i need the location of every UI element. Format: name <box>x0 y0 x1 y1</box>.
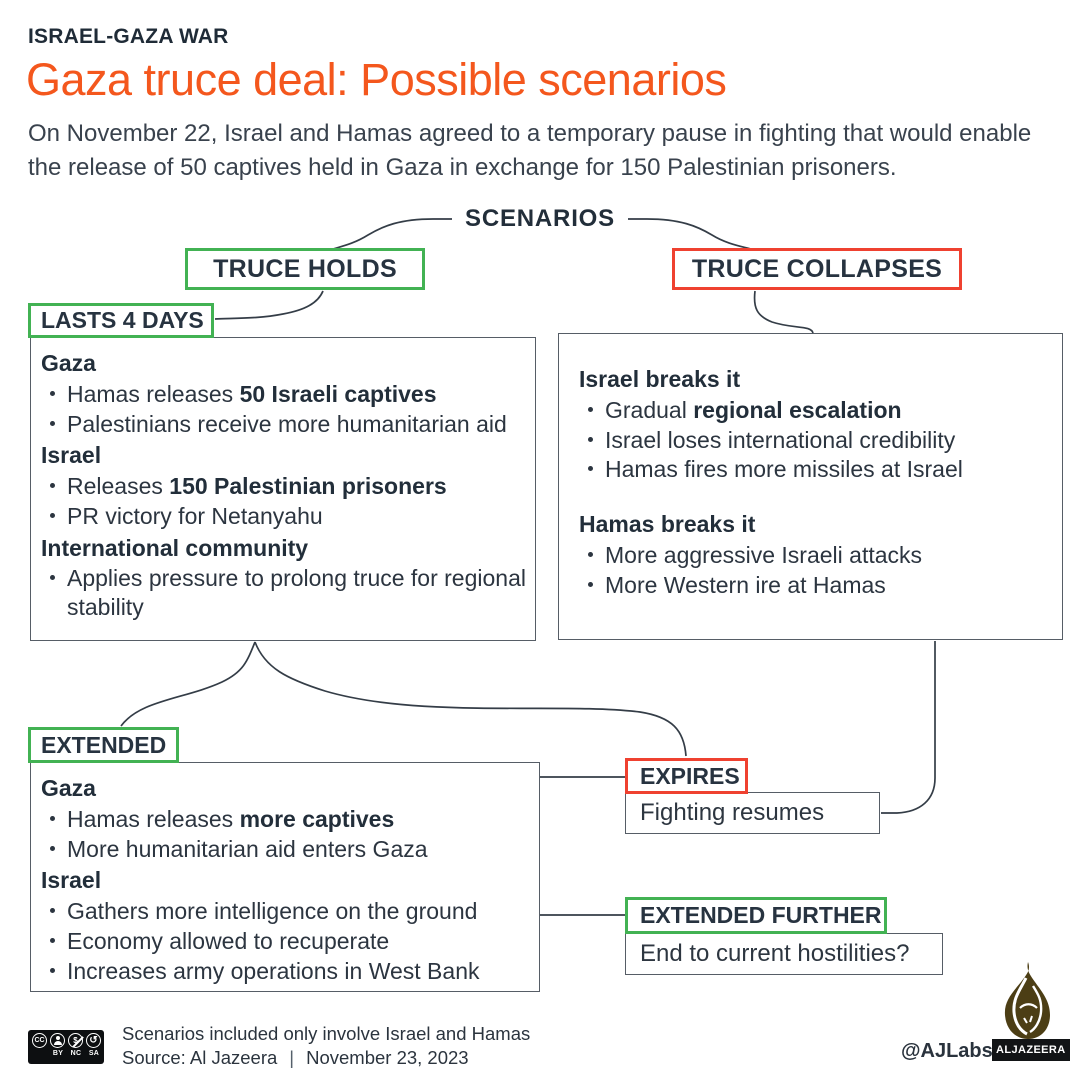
branch-truce-collapses: TRUCE COLLAPSES <box>672 248 962 290</box>
bullet-icon <box>579 571 605 600</box>
section-header: Gaza <box>41 350 96 376</box>
list-item: More Western ire at Hamas <box>579 571 1054 600</box>
tag-extended-further: EXTENDED FURTHER <box>625 897 887 934</box>
connector-holds-to-lasts <box>214 290 324 320</box>
branch-truce-holds: TRUCE HOLDS <box>185 248 425 290</box>
cc-sa-icon: ↺ <box>86 1033 101 1048</box>
bullet-icon <box>41 805 67 834</box>
list-item-text: More humanitarian aid enters Gaza <box>67 835 428 862</box>
tag-expires-label: EXPIRES <box>640 762 740 789</box>
list-item: Palestinians receive more humanitarian a… <box>41 410 527 439</box>
list-item-text: Hamas releases 50 Israeli captives <box>67 380 437 407</box>
bullet-icon <box>41 410 67 439</box>
cc-nc-label: NC <box>70 1050 82 1057</box>
list-item: PR victory for Netanyahu <box>41 502 527 531</box>
box-truce-collapses-details: Israel breaks it Gradual regional escalat… <box>558 333 1063 640</box>
list-item: Israel loses international credibility <box>579 426 1054 455</box>
note-expires-text: Fighting resumes <box>640 799 825 826</box>
intro-text: On November 22, Israel and Hamas agreed … <box>28 120 1032 181</box>
separator: | <box>289 1047 295 1068</box>
connector-box-to-expires <box>254 641 687 757</box>
bullet-icon <box>579 426 605 455</box>
cc-license-badge: CC $ ↺ BY NC SA <box>28 1030 104 1064</box>
tag-lasts-4-days-label: LASTS 4 DAYS <box>41 307 204 333</box>
list-item-text: PR victory for Netanyahu <box>67 502 323 529</box>
tag-lasts-4-days: LASTS 4 DAYS <box>28 303 214 338</box>
list-item: Applies pressure to prolong truce for re… <box>41 564 527 622</box>
date-text: November 23, 2023 <box>306 1047 469 1068</box>
list-item: Economy allowed to recuperate <box>41 927 531 956</box>
list-item: Hamas releases more captives <box>41 805 531 834</box>
cc-sa-label: SA <box>88 1050 100 1057</box>
list-item-text: More aggressive Israeli attacks <box>605 541 923 568</box>
section-header: Hamas breaks it <box>579 511 756 537</box>
bullet-icon <box>41 564 67 622</box>
note-extended-further-text: End to current hostilities? <box>640 940 910 967</box>
cc-icon: CC <box>32 1033 47 1048</box>
section-header: Israel <box>41 867 102 894</box>
bullet-icon <box>579 541 605 570</box>
bullet-icon <box>41 472 67 501</box>
cc-by-icon <box>50 1033 65 1048</box>
scenario-disclaimer: Scenarios included only involve Israel a… <box>122 1023 531 1044</box>
list-item: Hamas releases 50 Israeli captives <box>41 380 527 409</box>
bullet-icon <box>41 835 67 864</box>
source-text: Source: Al Jazeera <box>122 1047 278 1068</box>
section-header: Gaza <box>41 775 96 801</box>
list-item: Releases 150 Palestinian prisoners <box>41 472 527 501</box>
scenarios-root-label: SCENARIOS <box>465 205 615 232</box>
list-item-text: Palestinians receive more humanitarian a… <box>67 410 507 437</box>
ajlabs-handle: @AJLabs <box>901 1040 993 1062</box>
list-item: Increases army operations in West Bank <box>41 957 531 986</box>
tag-extended-label: EXTENDED <box>41 731 167 758</box>
branch-truce-holds-label: TRUCE HOLDS <box>213 254 397 283</box>
source-line: Source: Al Jazeera | November 23, 2023 <box>122 1047 469 1069</box>
list-item: More aggressive Israeli attacks <box>579 541 1054 570</box>
section-header: Israel breaks it <box>579 366 741 392</box>
list-item-text: More Western ire at Hamas <box>605 571 886 598</box>
tag-extended: EXTENDED <box>28 727 179 763</box>
section-header: Israel <box>41 442 102 469</box>
list-item-text: Economy allowed to recuperate <box>67 927 390 954</box>
note-expires: Fighting resumes <box>625 792 880 834</box>
connector-box-to-extended <box>120 641 256 727</box>
bullet-icon <box>41 502 67 531</box>
bullet-icon <box>579 455 605 484</box>
section-gap <box>579 485 1054 507</box>
list-item-text: Gradual regional escalation <box>605 396 902 423</box>
tag-extended-further-label: EXTENDED FURTHER <box>640 902 882 928</box>
aljazeera-wordmark: ALJAZEERA <box>992 1039 1070 1061</box>
list-item-text: Releases 150 Palestinian prisoners <box>67 473 447 499</box>
connector-collapses-to-fighting <box>881 641 936 814</box>
tag-expires: EXPIRES <box>625 758 748 794</box>
kicker: ISRAEL-GAZA WAR <box>28 25 229 48</box>
list-item-text: Applies pressure to prolong truce for re… <box>67 565 526 620</box>
bullet-icon <box>41 380 67 409</box>
bullet-icon <box>579 396 605 425</box>
list-item-text: Gathers more intelligence on the ground <box>67 898 478 924</box>
list-item: Gradual regional escalation <box>579 396 1054 425</box>
cc-nc-icon: $ <box>68 1033 83 1048</box>
list-item-text: Hamas fires more missiles at Israel <box>605 456 963 483</box>
bullet-icon <box>41 927 67 956</box>
bullet-icon <box>41 897 67 926</box>
aljazeera-logo <box>1004 962 1050 1039</box>
bullet-icon <box>41 957 67 986</box>
list-item-text: Increases army operations in West Bank <box>67 957 480 984</box>
cc-by-label: BY <box>52 1050 64 1057</box>
page-title: Gaza truce deal: Possible scenarios <box>26 54 727 105</box>
list-item-text: Israel loses international credibility <box>605 426 956 453</box>
section-header: International community <box>41 534 309 561</box>
connector-collapses-to-box <box>753 290 814 334</box>
list-item: Hamas fires more missiles at Israel <box>579 455 1054 484</box>
list-item: More humanitarian aid enters Gaza <box>41 835 531 864</box>
note-extended-further: End to current hostilities? <box>625 933 943 975</box>
list-item-text: Hamas releases more captives <box>67 805 395 832</box>
branch-truce-collapses-label: TRUCE COLLAPSES <box>691 254 943 283</box>
list-item: Gathers more intelligence on the ground <box>41 897 531 926</box>
